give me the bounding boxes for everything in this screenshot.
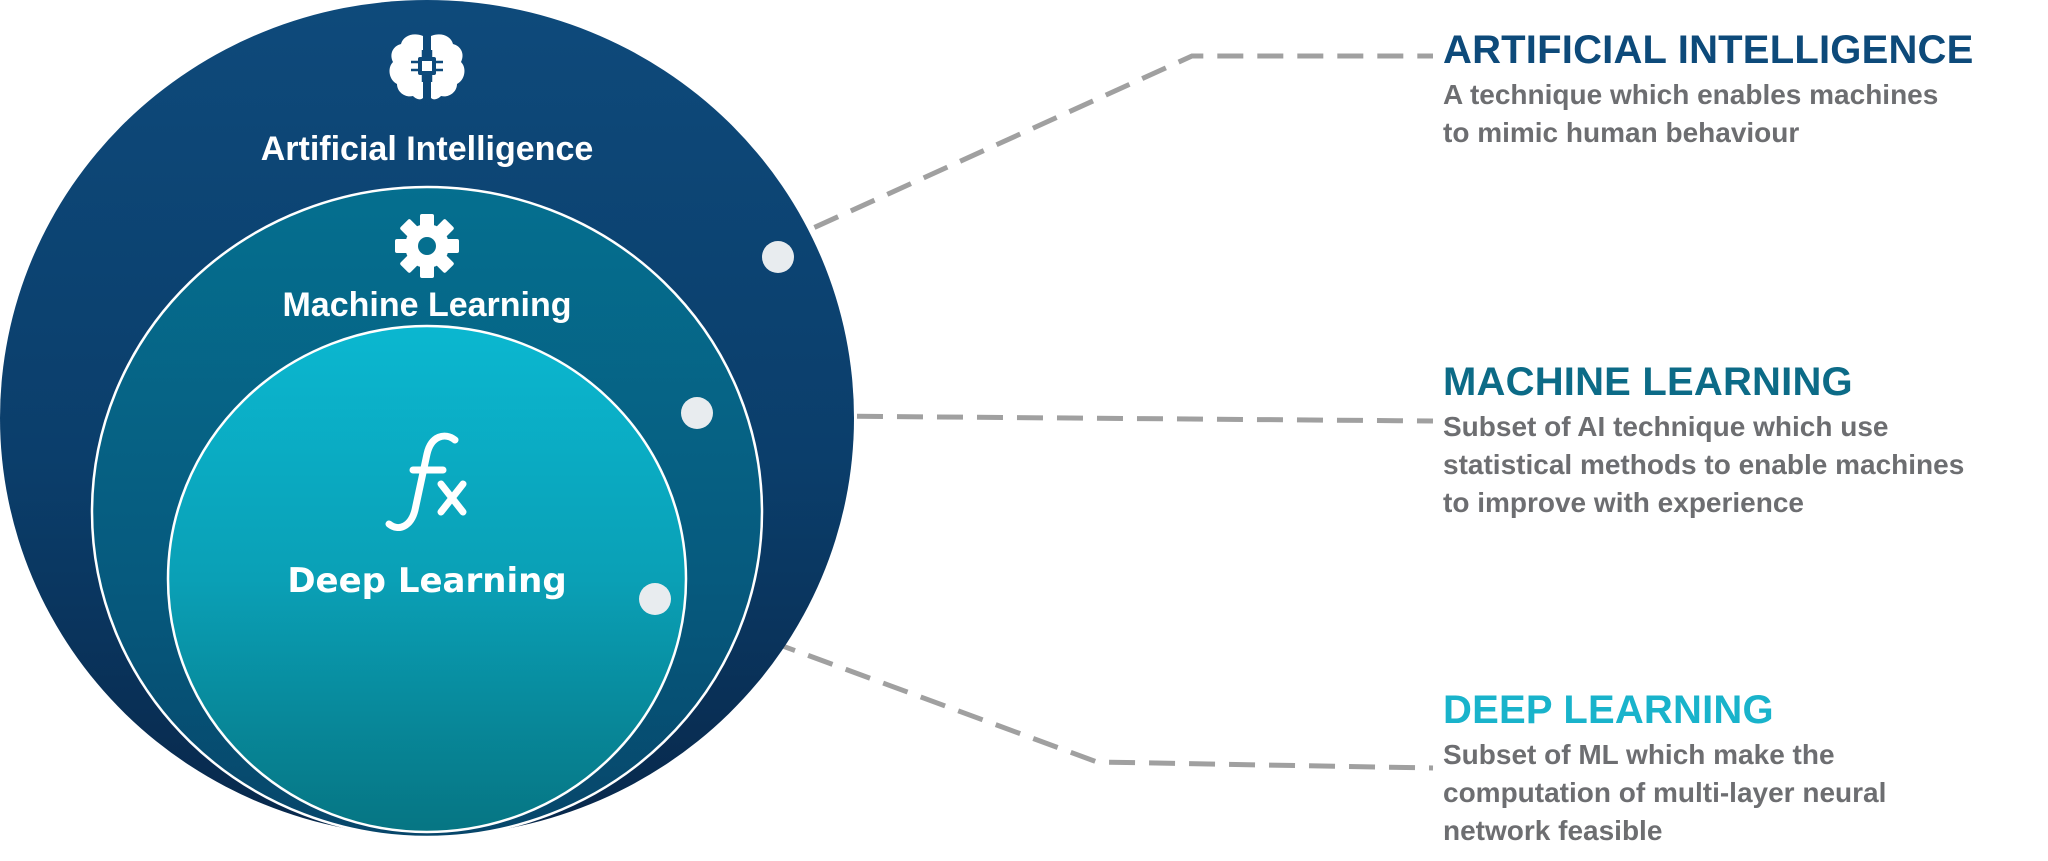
dl-desc-line: network feasible [1443,815,1663,846]
dl-description-panel: DEEP LEARNING Subset of ML which make th… [1443,688,2043,850]
ml-panel-title: MACHINE LEARNING [1443,360,1853,404]
ai-circle-label: Artificial Intelligence [261,130,594,168]
dl-panel-title: DEEP LEARNING [1443,688,1774,732]
ml-desc-line: to improve with experience [1443,487,1804,518]
ai-desc-line: to mimic human behaviour [1443,117,1800,148]
dl-circle-label: Deep Learning [287,561,566,601]
ml-connector-dot [681,397,713,429]
ai-description-panel: ARTIFICIAL INTELLIGENCE A technique whic… [1443,28,2043,152]
gear-icon [395,214,459,278]
dl-circle [166,324,688,834]
dl-connector-line [657,597,1434,771]
function-fx-icon [385,432,467,531]
ml-circle-label: Machine Learning [282,286,571,324]
brain-chip-icon [389,34,465,100]
ai-connector-dot [762,241,794,273]
ml-panel-description: Subset of AI technique which use statist… [1443,408,2043,522]
dl-desc-line: Subset of ML which make the [1443,739,1835,770]
ml-description-panel: MACHINE LEARNING Subset of AI technique … [1443,360,2043,522]
dl-desc-line: computation of multi-layer neural [1443,777,1887,808]
ml-desc-line: statistical methods to enable machines [1443,449,1965,480]
ai-desc-line: A technique which enables machines [1443,79,1939,110]
dl-connector-dot [639,583,671,615]
ai-connector-line [776,53,1433,247]
ml-desc-line: Subset of AI technique which use [1443,411,1889,442]
ai-panel-description: A technique which enables machines to mi… [1443,76,2043,152]
dl-panel-description: Subset of ML which make the computation … [1443,736,2043,850]
ai-panel-title: ARTIFICIAL INTELLIGENCE [1443,28,1974,72]
